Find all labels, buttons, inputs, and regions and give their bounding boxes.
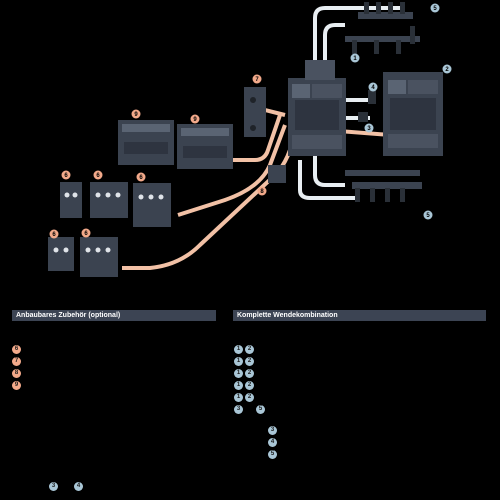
svg-text:9: 9 (193, 117, 197, 123)
marker-8: 8 (257, 186, 267, 196)
svg-text:3: 3 (367, 126, 371, 132)
accessory-8 (268, 165, 286, 183)
marker-6c: 6 (136, 172, 146, 182)
combination-marker: 1 (234, 357, 243, 366)
svg-text:5: 5 (426, 213, 430, 219)
auxiliary-block-6e (80, 237, 118, 277)
svg-text:1: 1 (353, 56, 357, 62)
footer-marker-3: 3 (49, 482, 58, 491)
auxiliary-block-6a (60, 182, 82, 218)
svg-text:6: 6 (52, 232, 56, 238)
marker-9-right: 9 (190, 114, 200, 124)
accessory-9-left (118, 120, 174, 165)
auxiliary-block-6d (48, 237, 74, 271)
marker-6e: 6 (81, 228, 91, 238)
marker-2: 2 (442, 64, 452, 74)
wiring-kit-top (345, 2, 420, 54)
accessories-header: Anbaubares Zubehör (optional) (12, 310, 216, 321)
combination-marker: 2 (245, 357, 254, 366)
footer-marker-4: 4 (74, 482, 83, 491)
marker-6b: 6 (93, 170, 103, 180)
svg-text:9: 9 (134, 112, 138, 118)
accessory-7 (244, 87, 266, 137)
marker-7: 7 (252, 74, 262, 84)
marker-3: 3 (364, 123, 374, 133)
exploded-assembly-diagram: 1 2 3 4 5 5 7 8 9 9 6 6 6 6 6 (48, 2, 452, 277)
svg-text:2: 2 (445, 67, 449, 73)
combination-marker: 1 (234, 345, 243, 354)
marker-9-left: 9 (131, 109, 141, 119)
svg-text:6: 6 (84, 231, 88, 237)
combination-marker: 2 (245, 381, 254, 390)
combination-marker: 1 (234, 381, 243, 390)
accessory-list-marker-6: 6 (12, 345, 21, 354)
combination-header: Komplette Wendekombination (233, 310, 486, 321)
svg-text:7: 7 (255, 77, 259, 83)
combination-marker: 2 (245, 369, 254, 378)
accessory-9-right (177, 124, 233, 169)
marker-5-top: 5 (430, 3, 440, 13)
marker-6a: 6 (61, 170, 71, 180)
svg-text:6: 6 (139, 175, 143, 181)
combination-marker: 2 (245, 345, 254, 354)
combination-marker: 5 (268, 450, 277, 459)
svg-text:6: 6 (64, 173, 68, 179)
auxiliary-block-6c (133, 183, 171, 227)
auxiliary-block-6b (90, 182, 128, 218)
combination-marker: 5 (256, 405, 265, 414)
marker-5-bottom: 5 (423, 210, 433, 220)
svg-text:4: 4 (371, 85, 375, 91)
wiring-kit-bottom (345, 170, 422, 202)
combination-marker: 3 (234, 405, 243, 414)
combination-marker: 1 (234, 393, 243, 402)
svg-text:8: 8 (260, 189, 264, 195)
contactor-2 (383, 72, 443, 156)
marker-6d: 6 (49, 229, 59, 239)
combination-marker: 1 (234, 369, 243, 378)
combination-marker: 2 (245, 393, 254, 402)
accessory-list-marker-9: 9 (12, 381, 21, 390)
svg-text:5: 5 (433, 6, 437, 12)
accessory-list-marker-8: 8 (12, 369, 21, 378)
interlock-part-4 (368, 90, 376, 104)
marker-1: 1 (350, 53, 360, 63)
marker-4: 4 (368, 82, 378, 92)
interlock-part-3 (358, 112, 368, 122)
contactor-1 (288, 60, 346, 156)
accessory-list-marker-7: 7 (12, 357, 21, 366)
combination-marker: 4 (268, 438, 277, 447)
combination-marker: 3 (268, 426, 277, 435)
svg-text:6: 6 (96, 173, 100, 179)
